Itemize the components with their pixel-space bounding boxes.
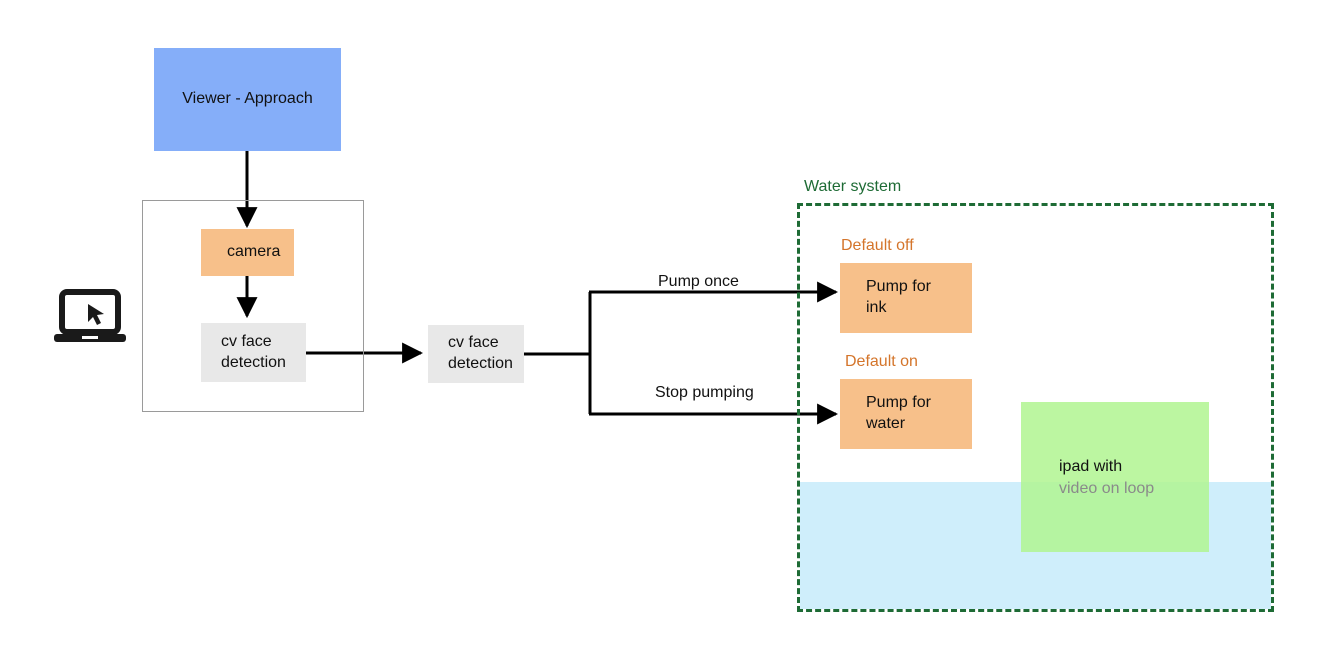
label-default-on: Default on bbox=[845, 353, 918, 370]
edge-label-stop-pumping: Stop pumping bbox=[655, 384, 754, 401]
node-pump-for-water[interactable]: Pump for water bbox=[840, 379, 972, 449]
node-cv-face-detection-inner[interactable]: cv face detection bbox=[201, 323, 306, 382]
node-pump-for-water-label: Pump for water bbox=[866, 394, 931, 432]
label-default-off: Default off bbox=[841, 237, 914, 254]
group-label-water-system: Water system bbox=[804, 178, 902, 195]
laptop-cursor-icon bbox=[52, 288, 128, 349]
node-cv-face-detection-outer-label: cv face detection bbox=[448, 334, 513, 372]
node-ipad-label-line2: video on loop bbox=[1059, 479, 1155, 497]
node-viewer-approach[interactable]: Viewer - Approach bbox=[154, 48, 341, 151]
node-ipad-label-line1: ipad with bbox=[1059, 458, 1123, 475]
device-container bbox=[142, 200, 364, 412]
node-camera[interactable]: camera bbox=[201, 229, 294, 276]
node-camera-label: camera bbox=[227, 243, 281, 261]
node-pump-for-ink-label: Pump for ink bbox=[866, 278, 931, 316]
node-ipad[interactable] bbox=[1021, 402, 1209, 552]
node-ipad-label: ipad with video on loop bbox=[1059, 456, 1154, 499]
edge-label-pump-once: Pump once bbox=[658, 273, 739, 290]
node-cv-face-detection-inner-label: cv face detection bbox=[221, 332, 286, 371]
node-pump-for-ink[interactable]: Pump for ink bbox=[840, 263, 972, 333]
node-cv-face-detection-outer[interactable]: cv face detection bbox=[428, 325, 524, 383]
node-viewer-approach-label: Viewer - Approach bbox=[182, 90, 313, 108]
water-system-group bbox=[797, 203, 1274, 612]
